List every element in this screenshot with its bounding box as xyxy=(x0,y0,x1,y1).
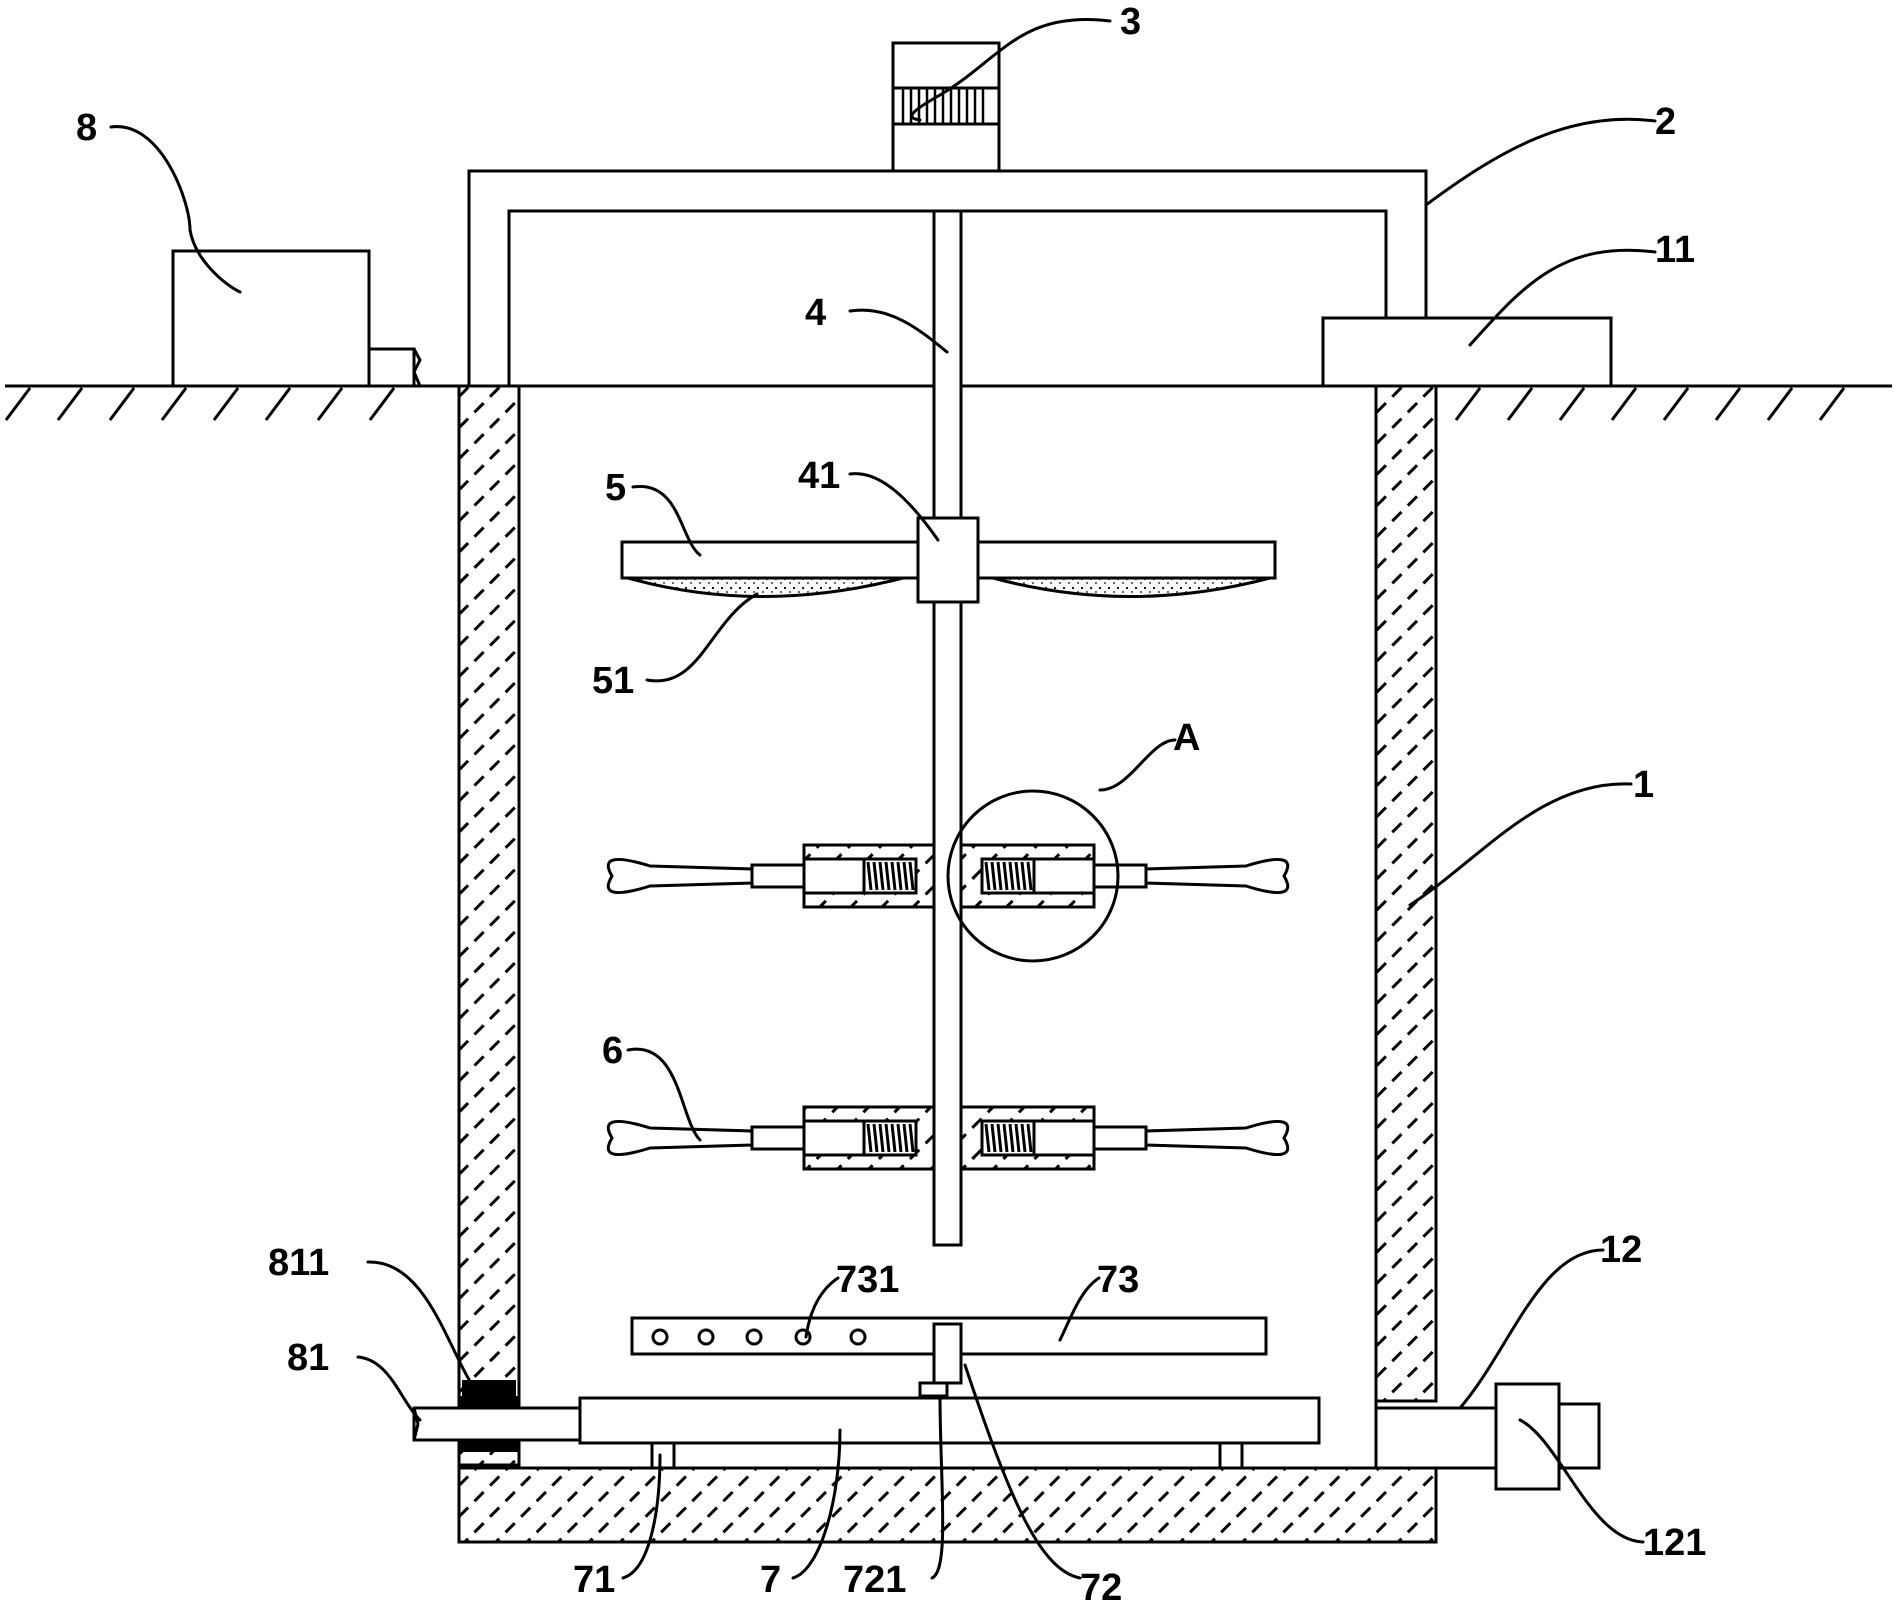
label-51: 51 xyxy=(592,660,634,702)
label-121: 121 xyxy=(1643,1522,1706,1564)
label-2: 2 xyxy=(1655,101,1676,143)
connector xyxy=(918,1322,963,1398)
motor xyxy=(891,41,1001,173)
shaft xyxy=(932,209,963,1247)
discharge-pipe xyxy=(1374,1382,1601,1491)
label-811: 811 xyxy=(268,1242,329,1284)
label-a: A xyxy=(1173,717,1200,759)
label-721: 721 xyxy=(843,1559,906,1601)
label-72: 72 xyxy=(1080,1567,1122,1609)
tank-floor xyxy=(457,1466,1438,1544)
label-7: 7 xyxy=(760,1559,781,1601)
hub xyxy=(916,516,980,604)
paddle-row-lower xyxy=(606,1105,1290,1171)
tank-body xyxy=(457,384,1438,1544)
label-1: 1 xyxy=(1633,764,1654,806)
label-731: 731 xyxy=(836,1259,899,1301)
label-12: 12 xyxy=(1600,1229,1642,1271)
top-blade xyxy=(620,540,1277,598)
outlet-pipe xyxy=(412,1380,582,1452)
paddle-row-upper xyxy=(606,843,1290,909)
box-11 xyxy=(1321,316,1613,388)
label-4: 4 xyxy=(805,292,826,334)
detail-circle-a xyxy=(946,789,1120,963)
label-6: 6 xyxy=(602,1030,623,1072)
label-5: 5 xyxy=(605,467,626,509)
label-8: 8 xyxy=(76,107,97,149)
slide-plate xyxy=(578,1396,1321,1470)
label-81: 81 xyxy=(287,1337,329,1379)
tank-left-wall xyxy=(457,384,521,1467)
box-8 xyxy=(171,249,422,388)
labels: 3 2 11 8 4 41 5 51 A 1 6 811 731 73 12 8… xyxy=(76,1,1706,1609)
label-41: 41 xyxy=(798,455,840,497)
label-71: 71 xyxy=(573,1559,615,1601)
label-3: 3 xyxy=(1120,1,1141,43)
label-11: 11 xyxy=(1655,229,1695,271)
label-73: 73 xyxy=(1097,1259,1139,1301)
leader-lines xyxy=(109,18,1657,1580)
